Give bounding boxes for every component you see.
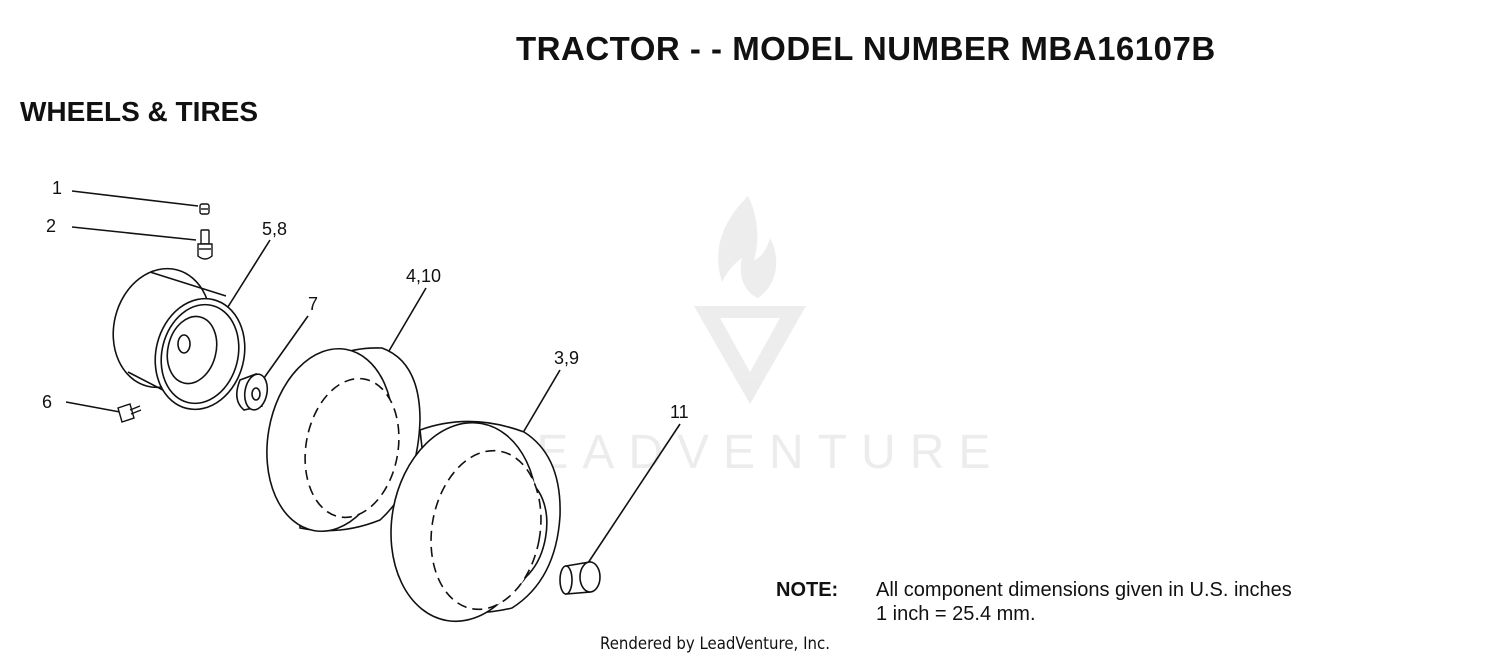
hub-cap-part: [559, 561, 601, 595]
rear-tire-part: [266, 347, 421, 533]
page-title: TRACTOR - - MODEL NUMBER MBA16107B: [516, 30, 1216, 67]
leader-line-5-8: [225, 239, 271, 311]
valve-stem-part: [197, 229, 213, 260]
note-block: NOTE: All component dimensions given in U…: [776, 578, 1292, 626]
leader-lines: [65, 190, 681, 567]
leader-line-4-10: [385, 287, 427, 357]
valve-cap-part: [199, 203, 210, 215]
front-tire-part: [390, 420, 561, 623]
leader-line-1: [71, 190, 199, 207]
note-text: All component dimensions given in U.S. i…: [876, 578, 1292, 626]
callout-1: 1: [52, 178, 62, 198]
note-label: NOTE:: [776, 579, 839, 601]
note-line-1: All component dimensions given in U.S. i…: [876, 579, 1292, 601]
callout-labels: 1 2 5,8 7 4,10 3,9 6 11: [42, 178, 689, 422]
flame-v-logo-icon: [694, 196, 806, 404]
section-title: WHEELS & TIRES: [20, 96, 259, 127]
callout-7: 7: [308, 294, 318, 314]
callout-6: 6: [42, 392, 52, 412]
leader-line-6: [65, 401, 121, 413]
callout-11: 11: [670, 402, 689, 422]
watermark: LEADVENTURE: [496, 196, 1005, 479]
leader-line-11: [585, 423, 681, 567]
footer-credit: Rendered by LeadVenture, Inc.: [600, 634, 830, 654]
callout-5-8: 5,8: [262, 219, 287, 239]
note-line-2: 1 inch = 25.4 mm.: [876, 603, 1036, 625]
callout-2: 2: [46, 216, 56, 236]
watermark-text: LEADVENTURE: [496, 426, 1005, 479]
leader-line-2: [71, 226, 197, 241]
screw-part: [117, 403, 142, 423]
leader-line-7: [263, 315, 309, 379]
bushing-part: [236, 372, 269, 411]
callout-3-9: 3,9: [554, 348, 579, 368]
callout-4-10: 4,10: [406, 266, 441, 286]
wheel-rim-part: [112, 267, 246, 411]
